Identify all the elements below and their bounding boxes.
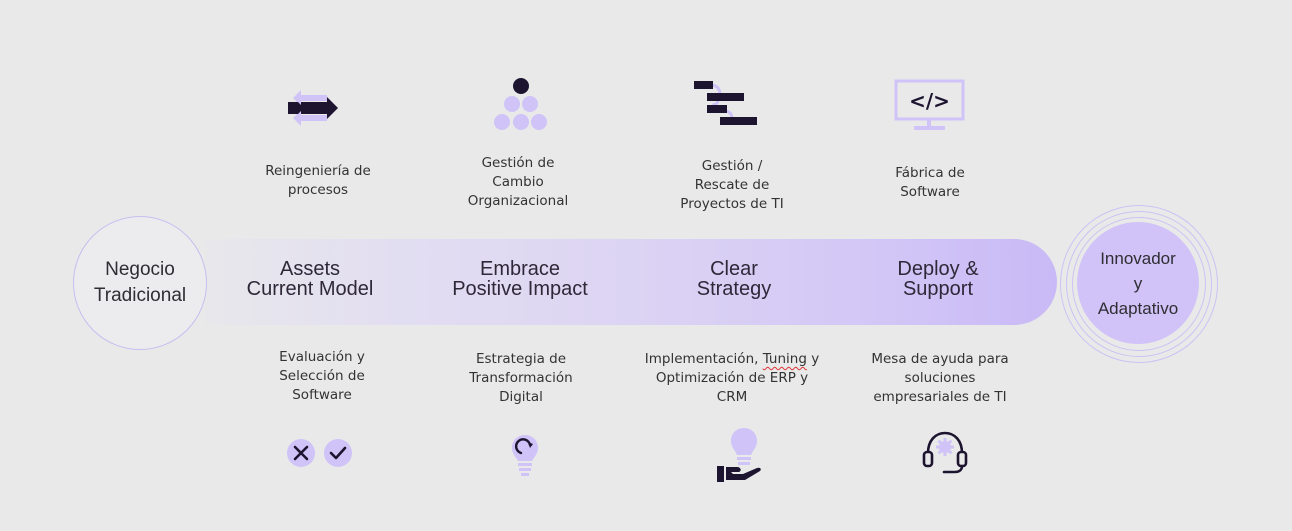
stage-line2: Current Model	[246, 278, 374, 300]
stage-line1: Embrace	[479, 258, 561, 280]
stage-line1: Assets	[279, 258, 341, 280]
stage-line2: Positive Impact	[452, 278, 588, 300]
stage-embrace: Embrace Positive Impact	[410, 259, 630, 299]
service-gestion-cambio: Gestión de Cambio Organizacional	[467, 155, 569, 209]
reject-approve-icon	[287, 439, 352, 467]
start-node-circle: Negocio Tradicional	[73, 216, 207, 350]
service-implementacion-erp: Implementación, Tuning y Optimización de…	[620, 350, 844, 407]
progress-band	[205, 239, 1057, 325]
caption-part: Implementación,	[644, 351, 763, 367]
process-reengineering-arrows-icon	[288, 90, 338, 126]
stage-line1: Deploy &	[897, 258, 979, 280]
stage-clear-strategy: Clear Strategy	[624, 259, 844, 299]
stage-line1: Clear	[710, 258, 758, 280]
service-estrategia-digital: Estrategia de Transformación Digital	[469, 351, 573, 405]
svg-text:</>: </>	[909, 89, 950, 113]
people-pyramid-icon	[494, 78, 547, 130]
stage-line2: Strategy	[696, 278, 772, 300]
start-node-label: Negocio Tradicional	[93, 259, 187, 306]
support-headset-icon	[922, 431, 968, 474]
end-node-label: Innovador y Adaptativo	[1097, 248, 1179, 318]
service-rescate-proyectos: Gestión / Rescate de Proyectos de TI	[680, 158, 784, 212]
end-node-circle: Innovador y Adaptativo	[1077, 222, 1199, 344]
hand-lightbulb-icon	[717, 428, 761, 482]
service-reingenieria: Reingeniería de procesos	[265, 163, 371, 198]
lightbulb-refresh-icon	[512, 435, 538, 476]
code-monitor-icon: </>	[894, 79, 965, 130]
stage-deploy-support: Deploy & Support	[828, 259, 1048, 299]
caption-part: y Optimización de ERP y CRM	[655, 351, 820, 405]
service-evaluacion-software: Evaluación y Selección de Software	[279, 349, 365, 403]
spellcheck-underlined-word: Tuning	[762, 351, 807, 367]
stage-line2: Support	[902, 278, 974, 300]
stage-assets: Assets Current Model	[200, 259, 420, 299]
service-mesa-ayuda: Mesa de ayuda para soluciones empresaria…	[871, 351, 1009, 405]
end-node-inner-ring	[1072, 217, 1206, 351]
gantt-chart-icon	[694, 81, 757, 125]
end-node-middle-ring	[1066, 211, 1212, 357]
service-fabrica-software: Fábrica de Software	[895, 165, 965, 200]
end-node-outer-ring	[1060, 205, 1218, 363]
